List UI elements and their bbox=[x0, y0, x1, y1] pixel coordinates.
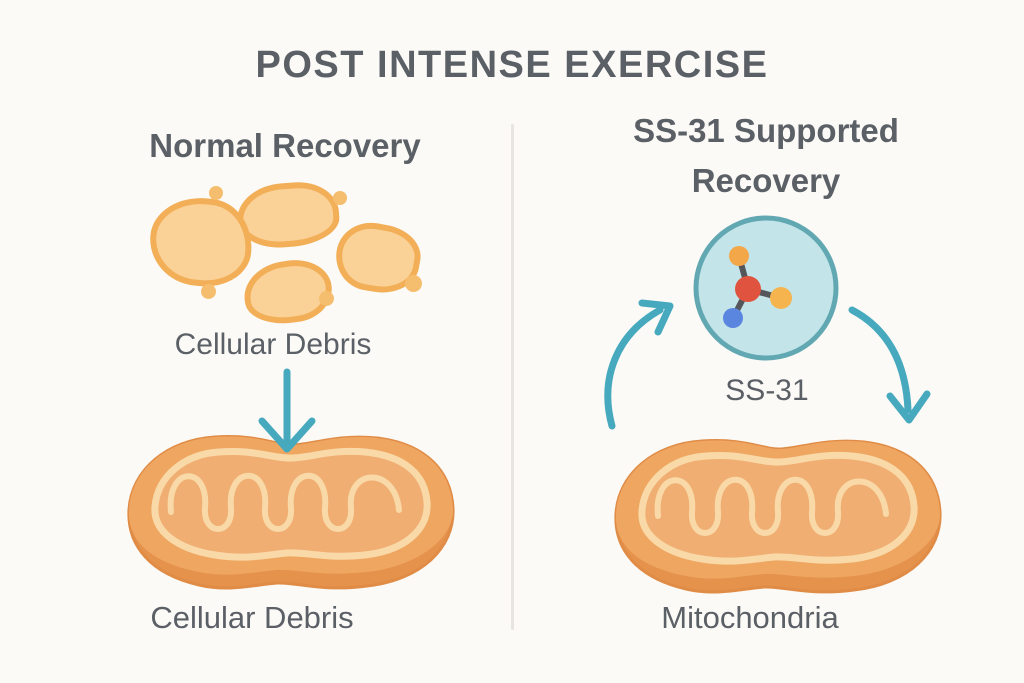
debris-particle bbox=[319, 291, 334, 306]
atom-blue bbox=[723, 308, 743, 328]
debris-particle bbox=[209, 186, 223, 200]
page-title: POST INTENSE EXERCISE bbox=[255, 44, 769, 86]
debris-label: Cellular Debris bbox=[174, 328, 372, 361]
debris-particle bbox=[201, 284, 216, 299]
mitochondrion-icon bbox=[127, 435, 455, 590]
right-panel-heading-line2: Recovery bbox=[691, 162, 841, 199]
ss31-molecule-icon bbox=[693, 215, 839, 361]
left-panel-heading: Normal Recovery bbox=[149, 127, 421, 164]
ss31-label: SS-31 bbox=[725, 374, 809, 407]
left-bottom-label: Cellular Debris bbox=[150, 600, 354, 635]
atom-yellow bbox=[770, 287, 792, 309]
mitochondrion-icon bbox=[614, 439, 942, 594]
atom-red bbox=[735, 276, 761, 302]
panel-divider bbox=[511, 124, 514, 630]
debris-particle bbox=[333, 191, 347, 205]
debris-particle bbox=[405, 275, 422, 292]
right-panel-heading-line1: SS-31 Supported bbox=[633, 112, 899, 149]
right-panel-heading: SS-31 Supported Recovery bbox=[516, 106, 1016, 206]
right-bottom-label: Mitochondria bbox=[661, 600, 839, 635]
atom-orange bbox=[729, 246, 749, 266]
